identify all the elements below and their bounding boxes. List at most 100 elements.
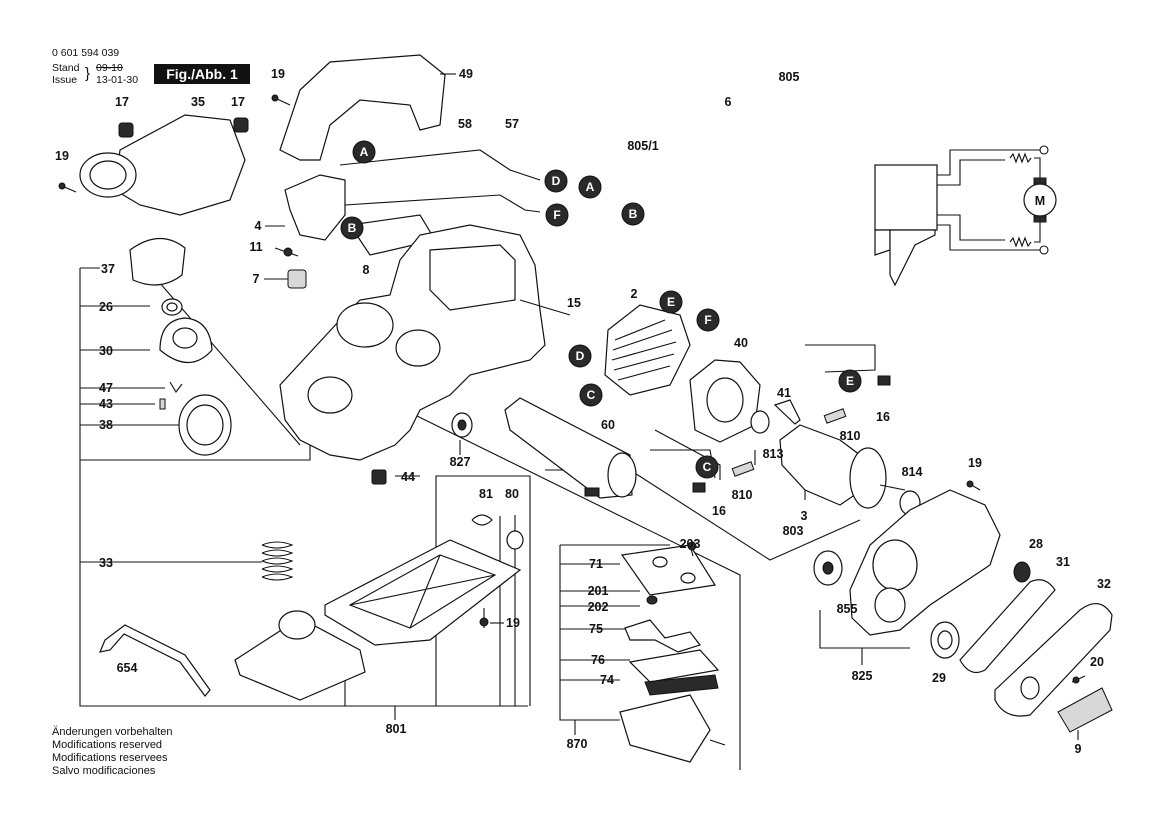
label-827: 827 [450, 455, 471, 469]
label-810-right: 810 [840, 429, 861, 443]
label-4: 4 [255, 219, 262, 233]
label-75: 75 [589, 622, 603, 636]
notes-block: Änderungen vorbehalten Modifications res… [52, 726, 172, 778]
label-57: 57 [505, 117, 519, 131]
label-19-right: 19 [968, 456, 982, 470]
connector-f-upper: F [545, 203, 569, 227]
connector-markers: A B D F A B E F D C E C [340, 140, 862, 479]
label-6: 6 [725, 95, 732, 109]
svg-text:C: C [587, 388, 596, 402]
connector-d-upper: D [544, 169, 568, 193]
label-2: 2 [631, 287, 638, 301]
label-20: 20 [1090, 655, 1104, 669]
label-855: 855 [837, 602, 858, 616]
svg-text:E: E [667, 295, 675, 309]
label-825: 825 [852, 669, 873, 683]
connector-e-brush: E [838, 369, 862, 393]
label-801: 801 [386, 722, 407, 736]
label-26: 26 [99, 300, 113, 314]
label-7: 7 [253, 272, 260, 286]
svg-text:B: B [348, 221, 357, 235]
label-33: 33 [99, 556, 113, 570]
svg-text:F: F [553, 208, 560, 222]
note-de: Änderungen vorbehalten [52, 726, 173, 738]
connector-a-lower: A [578, 175, 602, 199]
label-19-lower: 19 [506, 616, 520, 630]
connector-b-upper: B [340, 216, 364, 240]
connector-c-stator: C [579, 383, 603, 407]
connector-c-brush: C [695, 455, 719, 479]
label-3: 3 [801, 509, 808, 523]
label-805-1: 805/1 [627, 139, 658, 153]
label-32: 32 [1097, 577, 1111, 591]
connector-f-stator: F [696, 308, 720, 332]
svg-text:D: D [576, 349, 585, 363]
note-fr: Modifications reservees [52, 752, 168, 764]
label-9: 9 [1075, 742, 1082, 756]
brace-glyph: } [85, 65, 91, 82]
label-41: 41 [777, 386, 791, 400]
motor-label: M [1035, 194, 1045, 208]
svg-text:C: C [703, 460, 712, 474]
label-71: 71 [589, 557, 603, 571]
label-870: 870 [567, 737, 588, 751]
label-203: 203 [680, 537, 701, 551]
label-31: 31 [1056, 555, 1070, 569]
wiring-schematic: M [874, 145, 1057, 287]
label-80: 80 [505, 487, 519, 501]
svg-text:B: B [629, 207, 638, 221]
label-49: 49 [459, 67, 473, 81]
label-81: 81 [479, 487, 493, 501]
svg-text:F: F [704, 313, 711, 327]
stand-value: 09-10 [96, 62, 123, 74]
label-58: 58 [458, 117, 472, 131]
label-17-left: 17 [115, 95, 129, 109]
svg-text:D: D [552, 174, 561, 188]
label-37: 37 [101, 262, 115, 276]
note-en: Modifications reserved [52, 739, 163, 751]
label-15: 15 [567, 296, 581, 310]
svg-text:A: A [586, 180, 595, 194]
label-16-right: 16 [876, 410, 890, 424]
label-19-left: 19 [55, 149, 69, 163]
label-38: 38 [99, 418, 113, 432]
label-654: 654 [117, 661, 138, 675]
part-number: 0 601 594 039 [52, 47, 120, 59]
label-35: 35 [191, 95, 205, 109]
connector-a-upper: A [352, 140, 376, 164]
label-813: 813 [763, 447, 784, 461]
label-74: 74 [600, 673, 614, 687]
issue-value: 13-01-30 [96, 74, 139, 86]
label-29: 29 [932, 671, 946, 685]
label-76: 76 [591, 653, 605, 667]
label-16-left: 16 [712, 504, 726, 518]
note-es: Salvo modificaciones [52, 765, 156, 777]
connector-e-stator: E [659, 290, 683, 314]
svg-text:E: E [846, 374, 854, 388]
label-814: 814 [902, 465, 923, 479]
label-44: 44 [401, 470, 415, 484]
connector-b-lower: B [621, 202, 645, 226]
part-labels: 19 49 17 35 17 19 58 57 805 6 805/1 4 11… [55, 67, 1111, 756]
label-201: 201 [588, 584, 609, 598]
label-60: 60 [601, 418, 615, 432]
label-803: 803 [783, 524, 804, 538]
label-40: 40 [734, 336, 748, 350]
svg-text:A: A [360, 145, 369, 159]
issue-label: Issue [52, 74, 78, 86]
figure-label: Fig./Abb. 1 [154, 64, 250, 84]
part-shapes [58, 54, 1113, 763]
label-47: 47 [99, 381, 113, 395]
label-11: 11 [249, 240, 262, 254]
label-19-top: 19 [271, 67, 285, 81]
stand-label: Stand [52, 62, 80, 74]
label-202: 202 [588, 600, 609, 614]
label-28: 28 [1029, 537, 1043, 551]
label-43: 43 [99, 397, 113, 411]
label-805: 805 [779, 70, 800, 84]
label-30: 30 [99, 344, 113, 358]
label-8: 8 [363, 263, 370, 277]
label-810-left: 810 [732, 488, 753, 502]
connector-d-stator: D [568, 344, 592, 368]
